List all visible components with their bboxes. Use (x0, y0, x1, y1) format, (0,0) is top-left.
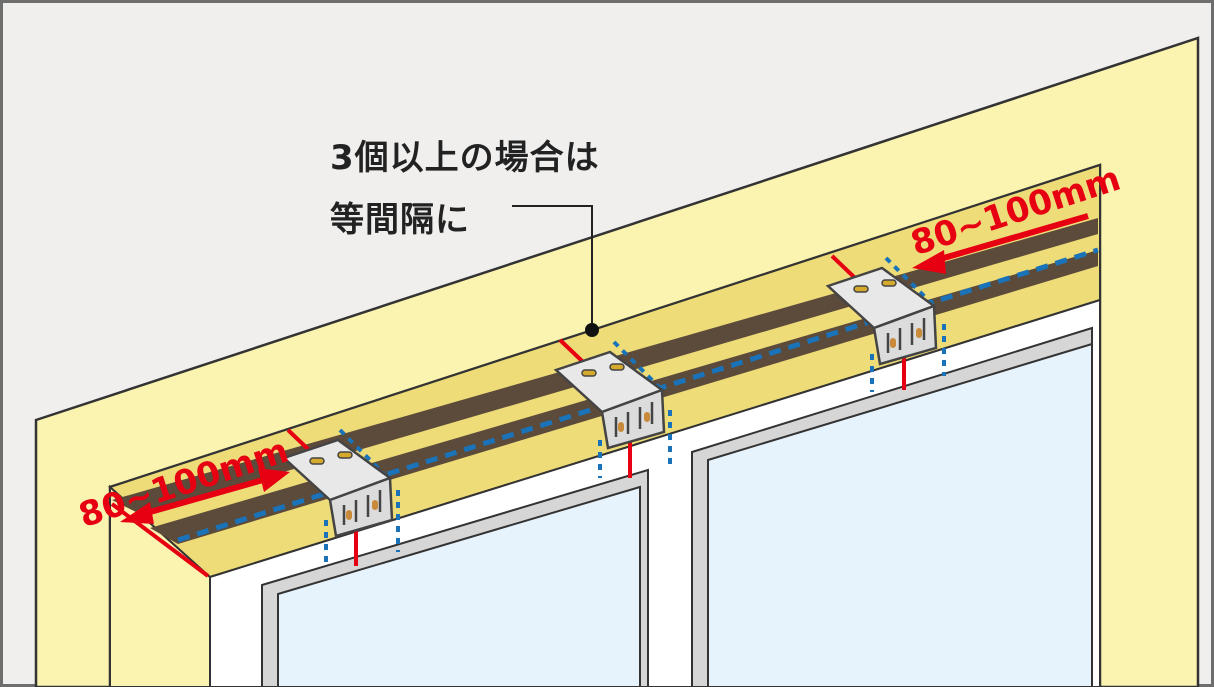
bracket-center (553, 338, 672, 478)
annotation-line-2: 等間隔に (330, 200, 470, 240)
dimension-arrow-left (120, 468, 290, 524)
left-glass (277, 485, 641, 687)
annotation-line-1: 3個以上の場合は (330, 138, 600, 178)
bracket-left (281, 428, 400, 566)
right-glass (707, 342, 1093, 687)
leader-line (512, 205, 593, 330)
dimension-arrow-right (912, 213, 1089, 274)
bracket-right (825, 254, 946, 392)
leader-dot (585, 323, 599, 337)
left-edge-marker (110, 502, 210, 578)
